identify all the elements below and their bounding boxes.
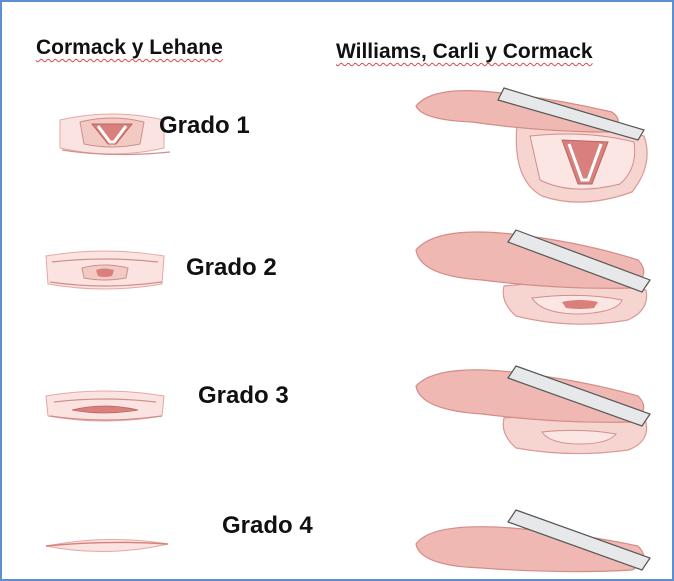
grade-3-label: Grado 3 <box>198 382 289 410</box>
laryngoscope-view-grade-3 <box>412 358 662 458</box>
laryngoscope-view-grade-2 <box>412 220 662 330</box>
larynx-view-grade-3 <box>42 388 167 424</box>
grade-1-label: Grado 1 <box>159 112 250 140</box>
laryngoscope-view-grade-1 <box>412 84 662 212</box>
grade-4-label: Grado 4 <box>222 512 313 540</box>
heading-williams-carli-cormack: Williams, Carli y Cormack <box>336 40 593 64</box>
larynx-view-grade-1 <box>52 110 172 158</box>
larynx-view-grade-2 <box>42 248 167 292</box>
laryngoscope-view-grade-4 <box>412 504 662 576</box>
grade-2-label: Grado 2 <box>186 254 277 282</box>
heading-cormack-lehane: Cormack y Lehane <box>36 36 223 60</box>
larynx-view-grade-4 <box>42 534 172 558</box>
